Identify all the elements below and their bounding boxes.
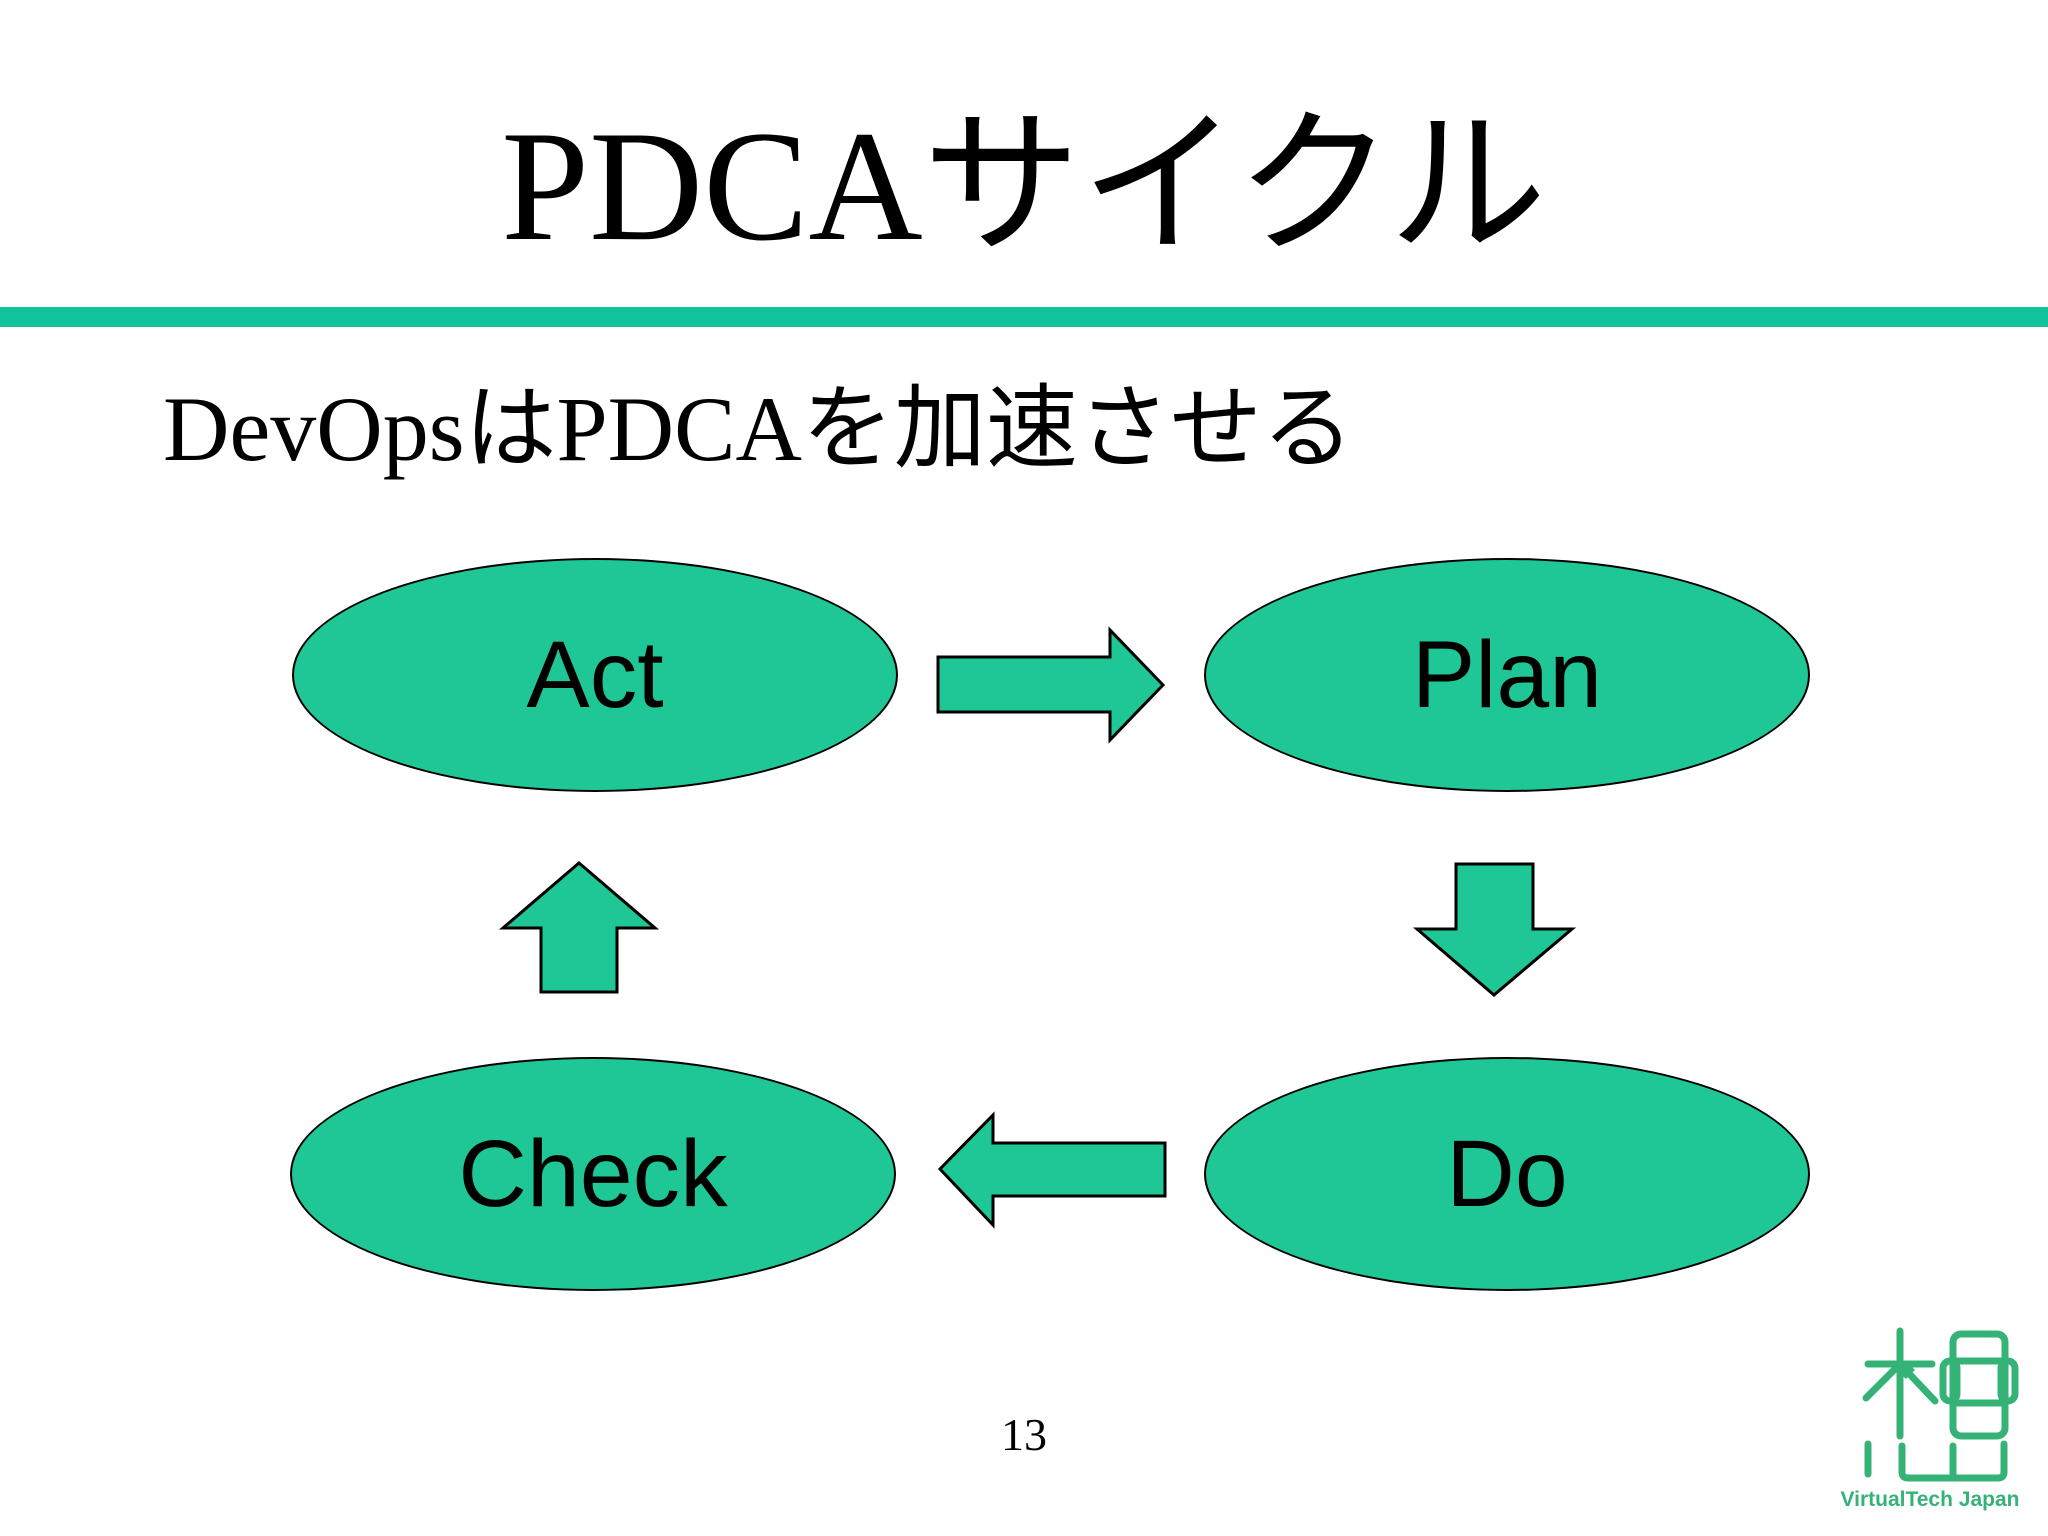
node-act-label: Act <box>526 621 664 728</box>
node-check: Check <box>290 1057 896 1291</box>
node-plan: Plan <box>1204 558 1810 792</box>
node-act: Act <box>292 558 898 792</box>
slide-subtitle: DevOpsはPDCAを加速させる <box>163 378 1354 480</box>
node-check-label: Check <box>458 1120 728 1227</box>
node-do-label: Do <box>1446 1120 1568 1227</box>
company-logo: VirtualTech Japan <box>1840 1326 2020 1526</box>
arrow-left-do-to-check-icon <box>937 1111 1167 1229</box>
arrow-right-act-to-plan-icon <box>936 626 1166 744</box>
title-divider-bar <box>0 307 2048 327</box>
arrow-down-plan-to-do-icon <box>1412 862 1577 997</box>
logo-mark-icon <box>1862 1327 2019 1482</box>
page-title: PDCAサイクル <box>501 99 1547 274</box>
page-number: 13 <box>1001 1409 1047 1460</box>
node-do: Do <box>1204 1057 1810 1291</box>
arrow-up-check-to-act-icon <box>498 861 660 994</box>
node-plan-label: Plan <box>1411 621 1603 728</box>
logo-text: VirtualTech Japan <box>1840 1488 2020 1511</box>
